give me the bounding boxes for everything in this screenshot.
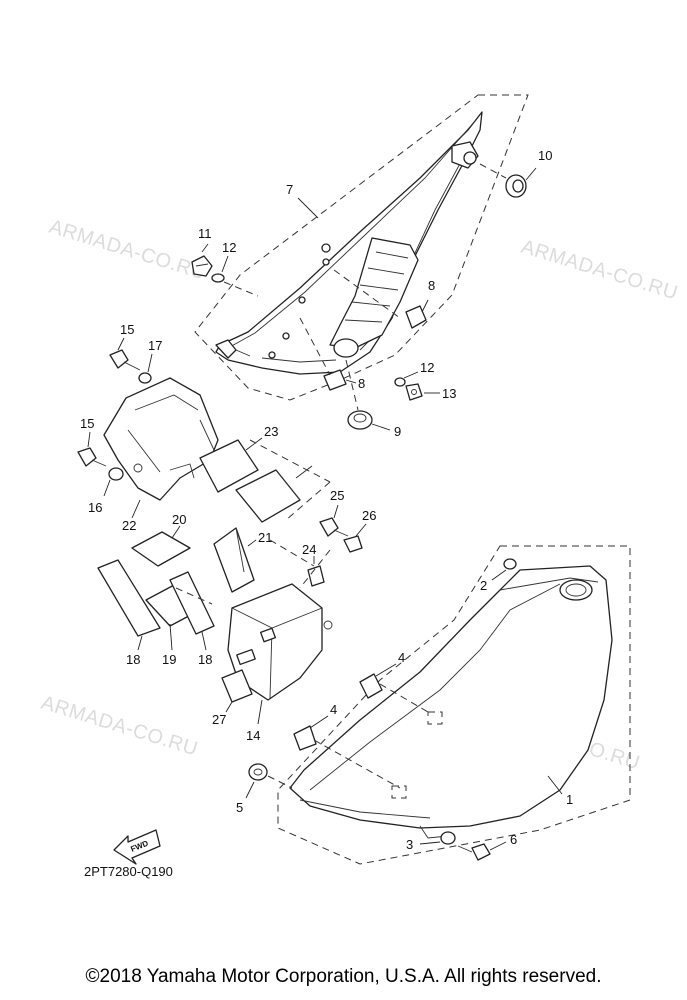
bracket-22 (103, 377, 219, 501)
washer-12-lower (394, 371, 419, 387)
clip-nut-13 (405, 383, 440, 401)
bolt-6 (457, 841, 507, 861)
callout-25: 25 (330, 488, 344, 503)
washer-12-upper (211, 255, 259, 297)
damper-18-left (97, 559, 161, 651)
copyright-notice: ©2018 Yamaha Motor Corporation, U.S.A. A… (85, 966, 602, 987)
washer-17 (138, 353, 153, 384)
callout-21: 21 (258, 530, 272, 545)
callout-22: 22 (122, 518, 136, 533)
damper-23 (199, 437, 263, 493)
side-cover-upper (194, 94, 529, 401)
damper-27 (221, 669, 253, 713)
callout-4-upper: 4 (398, 650, 405, 665)
bolt-15-upper (109, 337, 141, 371)
collar-16 (103, 467, 124, 497)
callout-24: 24 (302, 542, 316, 557)
callout-1: 1 (566, 792, 573, 807)
callout-10: 10 (538, 148, 552, 163)
callout-6: 6 (510, 832, 517, 847)
bolt-25 (319, 504, 349, 537)
damper-18-right (169, 571, 215, 651)
callout-8-upper: 8 (428, 278, 435, 293)
grommet-9 (345, 359, 391, 431)
damper-21 (213, 527, 257, 593)
group-outline-main (277, 545, 631, 865)
damper-8-upper (405, 305, 427, 329)
damper-4-lower (293, 715, 329, 751)
grommet-2 (491, 558, 517, 581)
damper-28 (235, 465, 313, 523)
forward-arrow-icon: FWD (113, 829, 161, 865)
damper-20 (131, 525, 191, 567)
damper-4-upper (359, 663, 397, 699)
bolt-15-lower (77, 431, 107, 467)
clip-24 (307, 556, 325, 587)
callout-14: 14 (246, 728, 260, 743)
callout-5: 5 (236, 800, 243, 815)
callout-13: 13 (442, 386, 456, 401)
callout-19: 19 (162, 652, 176, 667)
callout-15-upper: 15 (120, 322, 134, 337)
collar-26 (343, 523, 367, 553)
callout-16: 16 (88, 500, 102, 515)
callout-8-lower: 8 (358, 376, 365, 391)
grommet-10 (479, 163, 537, 198)
callout-15-lower: 15 (80, 416, 94, 431)
callout-2: 2 (480, 578, 487, 593)
callout-7: 7 (286, 182, 293, 197)
callout-18-left: 18 (126, 652, 140, 667)
grommet-5 (245, 763, 293, 799)
watermark: ARMADA-CO.RU (47, 216, 209, 285)
side-cover-main (277, 545, 631, 865)
callout-11: 11 (198, 226, 212, 241)
callout-12-lower: 12 (420, 360, 434, 375)
callout-18-right: 18 (198, 652, 212, 667)
callout-4-lower: 4 (330, 702, 337, 717)
case-14 (227, 583, 333, 725)
callout-17: 17 (148, 338, 162, 353)
callout-27: 27 (212, 712, 226, 727)
callout-20: 20 (172, 512, 186, 527)
watermark: ARMADA-CO.RU (519, 236, 681, 305)
callout-3: 3 (406, 837, 413, 852)
diagram-code: 2PT7280-Q190 (84, 864, 173, 879)
callout-23: 23 (264, 424, 278, 439)
collar-3 (419, 831, 456, 845)
watermark: ARMADA-CO.RU (39, 692, 201, 761)
callout-9: 9 (394, 424, 401, 439)
callout-12-upper: 12 (222, 240, 236, 255)
callout-26: 26 (362, 508, 376, 523)
group-outline-upper (194, 94, 529, 401)
screw-11 (191, 243, 213, 277)
